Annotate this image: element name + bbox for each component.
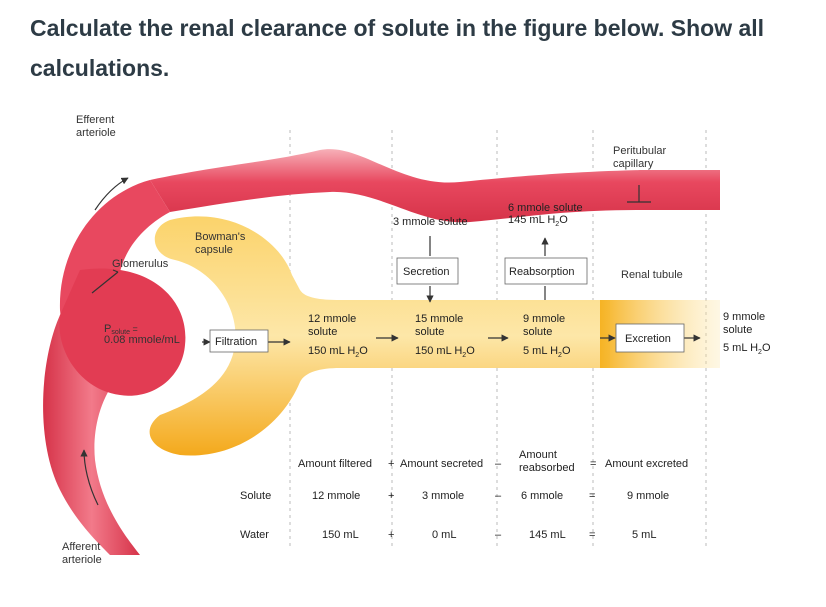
process-boxes (209, 257, 685, 353)
eq-plus: + (388, 458, 394, 470)
glomerulus-label: Glomerulus (112, 258, 169, 270)
peritubular-capillary (150, 149, 720, 223)
row-secreted: 3 mmole (422, 490, 464, 502)
equation-header: Amount filtered + Amount secreted – Amou… (298, 449, 688, 474)
excretion-box (615, 323, 685, 353)
filtration-box (209, 329, 269, 353)
renal-tubule-label: Renal tubule (621, 269, 683, 281)
row-filtered: 150 mL (322, 529, 359, 541)
glomerulus-vessel (59, 268, 186, 396)
row-excreted: 5 mL (632, 529, 656, 541)
row-op3: = (589, 529, 595, 541)
excretion-label: Excretion (625, 333, 671, 345)
row-label: Water (240, 529, 269, 541)
eq-excreted: Amount excreted (605, 458, 688, 470)
psolute-label: Psolute =0.08 mmole/mL (104, 323, 180, 346)
row-op2: – (495, 529, 502, 541)
row-reabsorbed: 145 mL (529, 529, 566, 541)
bowmans-capsule (149, 216, 610, 456)
question-line-2: calculations. (30, 55, 170, 81)
row-label: Solute (240, 490, 271, 502)
row-excreted: 9 mmole (627, 490, 669, 502)
eq-filtered: Amount filtered (298, 458, 372, 470)
solute-row: Solute 12 mmole + 3 mmole – 6 mmole = 9 … (240, 490, 669, 502)
secretion-label: Secretion (403, 266, 449, 278)
reabsorption-label: Reabsorption (509, 266, 574, 278)
water-row: Water 150 mL + 0 mL – 145 mL = 5 mL (240, 529, 656, 541)
row-op3: = (589, 490, 595, 502)
eq-minus: – (495, 458, 502, 470)
row-reabsorbed: 6 mmole (521, 490, 563, 502)
secretion-box (396, 257, 459, 285)
eq-secreted: Amount secreted (400, 458, 483, 470)
eq-equals: = (590, 458, 596, 470)
row-op1: + (388, 529, 394, 541)
cap-secret-label: 3 mmole solute (393, 216, 468, 228)
question-line-1: Calculate the renal clearance of solute … (30, 15, 765, 41)
row-op1: + (388, 490, 394, 502)
question-text: Calculate the renal clearance of solute … (30, 8, 810, 88)
flow-arrows (80, 177, 701, 506)
reabsorption-box (504, 257, 588, 285)
row-secreted: 0 mL (432, 529, 456, 541)
row-op2: – (495, 490, 502, 502)
filtration-label: Filtration (215, 336, 257, 348)
row-filtered: 12 mmole (312, 490, 360, 502)
